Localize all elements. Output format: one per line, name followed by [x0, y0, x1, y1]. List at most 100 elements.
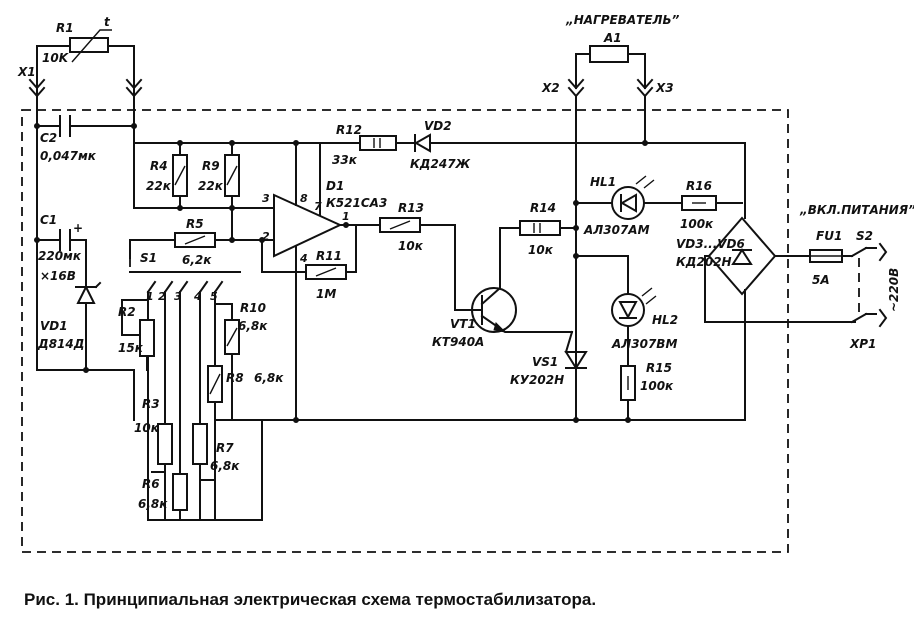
svg-text:6,8к: 6,8к — [138, 497, 168, 511]
led-hl2: HL2 АЛ307ВМ — [611, 287, 678, 367]
svg-text:A1: A1 — [603, 31, 622, 45]
fuse-fu1: „ВКЛ.ПИТАНИЯ” FU1 5А — [799, 203, 914, 287]
resistor-r12: R12 33к — [332, 123, 416, 167]
resistor-r10: R10 6,8к — [214, 301, 268, 421]
svg-text:2: 2 — [158, 290, 166, 303]
mains-plug-xp1: XP1 ~220В — [849, 242, 901, 351]
svg-text:R13: R13 — [398, 201, 424, 215]
svg-text:×16В: ×16В — [40, 269, 76, 283]
svg-text:22к: 22к — [198, 179, 224, 193]
svg-text:Д814Д: Д814Д — [37, 337, 84, 351]
svg-text:VT1: VT1 — [450, 317, 476, 331]
thermistor-r1: t R1 10K — [36, 15, 135, 65]
svg-text:R7: R7 — [216, 441, 234, 455]
svg-text:220мк: 220мк — [38, 249, 82, 263]
svg-text:АЛ307АМ: АЛ307АМ — [583, 223, 650, 237]
svg-text:R10: R10 — [240, 301, 266, 315]
svg-text:~220В: ~220В — [887, 268, 901, 312]
r1-value: 10K — [42, 51, 70, 65]
figure-caption: Рис. 1. Принципиальная электрическая схе… — [24, 590, 597, 609]
comparator-d1: D1 К521СА3 3 8 7 2 4 1 — [262, 142, 387, 421]
led-hl1: HL1 АЛ307АМ — [575, 175, 683, 237]
svg-text:6,8к: 6,8к — [238, 319, 268, 333]
svg-text:VD1: VD1 — [40, 319, 68, 333]
svg-text:VD2: VD2 — [424, 119, 452, 133]
svg-text:6,8к: 6,8к — [210, 459, 240, 473]
enclosure-outline — [21, 109, 789, 553]
diode-bridge-vd3-vd6: VD3...VD6 КД202Н — [676, 142, 856, 323]
svg-text:5: 5 — [210, 290, 218, 303]
svg-text:2: 2 — [262, 230, 270, 243]
svg-text:R9: R9 — [202, 159, 220, 173]
resistor-r6: R6 6,8к — [138, 473, 188, 521]
svg-text:1: 1 — [146, 290, 154, 303]
resistor-r8: R8 6,8к — [207, 365, 284, 421]
heater-a1: „НАГРЕВАТЕЛЬ” A1 X2 X3 — [541, 13, 680, 421]
svg-text:R16: R16 — [686, 179, 712, 193]
svg-text:10к: 10к — [398, 239, 424, 253]
svg-text:VS1: VS1 — [532, 355, 558, 369]
svg-text:R8: R8 — [226, 371, 244, 385]
svg-text:100к: 100к — [640, 379, 674, 393]
selector-s1: S1 1 2 3 4 5 — [129, 251, 241, 521]
svg-text:10к: 10к — [134, 421, 160, 435]
svg-text:33к: 33к — [332, 153, 358, 167]
zener-vd1: VD1 Д814Д — [37, 281, 102, 373]
resistor-r4: R4 22к — [146, 142, 188, 209]
svg-text:X1: X1 — [17, 65, 36, 79]
svg-text:К521СА3: К521СА3 — [326, 196, 387, 210]
svg-text:FU1: FU1 — [816, 229, 842, 243]
svg-text:4: 4 — [193, 290, 202, 303]
svg-text:КД247Ж: КД247Ж — [410, 157, 471, 171]
svg-text:+: + — [73, 221, 83, 235]
resistor-r9: R9 22к — [198, 142, 240, 241]
svg-text:HL1: HL1 — [590, 175, 616, 189]
resistor-r13: R13 10к — [379, 201, 456, 299]
svg-text:S2: S2 — [856, 229, 873, 243]
svg-text:3: 3 — [174, 290, 182, 303]
svg-text:7: 7 — [314, 200, 322, 213]
svg-text:R5: R5 — [186, 217, 204, 231]
svg-text:D1: D1 — [326, 179, 344, 193]
svg-text:R4: R4 — [150, 159, 168, 173]
svg-text:10к: 10к — [528, 243, 554, 257]
svg-text:XP1: XP1 — [849, 337, 876, 351]
svg-text:5А: 5А — [812, 273, 830, 287]
svg-text:АЛ307ВМ: АЛ307ВМ — [611, 337, 677, 351]
svg-text:100к: 100к — [680, 217, 714, 231]
svg-text:R15: R15 — [646, 361, 672, 375]
svg-text:„НАГРЕВАТЕЛЬ”: „НАГРЕВАТЕЛЬ” — [565, 13, 680, 27]
svg-text:R6: R6 — [142, 477, 160, 491]
svg-text:КУ202Н: КУ202Н — [510, 373, 564, 387]
svg-text:8: 8 — [300, 192, 308, 205]
svg-text:0,047мк: 0,047мк — [40, 149, 97, 163]
svg-text:HL2: HL2 — [652, 313, 678, 327]
switch-s2: S2 — [850, 229, 877, 324]
resistor-r11: R11 1М — [261, 224, 357, 301]
transistor-vt1: VT1 КТ940А — [432, 227, 573, 349]
svg-text:R3: R3 — [142, 397, 160, 411]
capacitor-c2: C2 0,047мк — [34, 115, 137, 163]
svg-text:C2: C2 — [40, 131, 57, 145]
svg-text:VD3...VD6: VD3...VD6 — [676, 237, 745, 251]
capacitor-c1: + C1 220мк ×16В — [34, 213, 87, 286]
svg-text:X2: X2 — [541, 81, 560, 95]
svg-text:3: 3 — [262, 192, 270, 205]
resistor-r14: R14 10к — [499, 201, 577, 257]
r1-t-symbol: t — [104, 15, 111, 29]
resistor-r5: R5 6,2к — [129, 217, 275, 267]
svg-text:C1: C1 — [40, 213, 57, 227]
trimmer-r2: R2 15к — [118, 299, 155, 371]
r1-label: R1 — [56, 21, 74, 35]
svg-text:КТ940А: КТ940А — [432, 335, 484, 349]
svg-text:R2: R2 — [118, 305, 136, 319]
svg-text:6,8к: 6,8к — [254, 371, 284, 385]
svg-text:R12: R12 — [336, 123, 362, 137]
svg-text:S1: S1 — [140, 251, 157, 265]
diode-vd2: VD2 КД247Ж — [410, 119, 746, 171]
svg-text:R14: R14 — [530, 201, 556, 215]
svg-text:4: 4 — [299, 252, 308, 265]
svg-text:R11: R11 — [316, 249, 342, 263]
svg-text:1М: 1М — [316, 287, 336, 301]
